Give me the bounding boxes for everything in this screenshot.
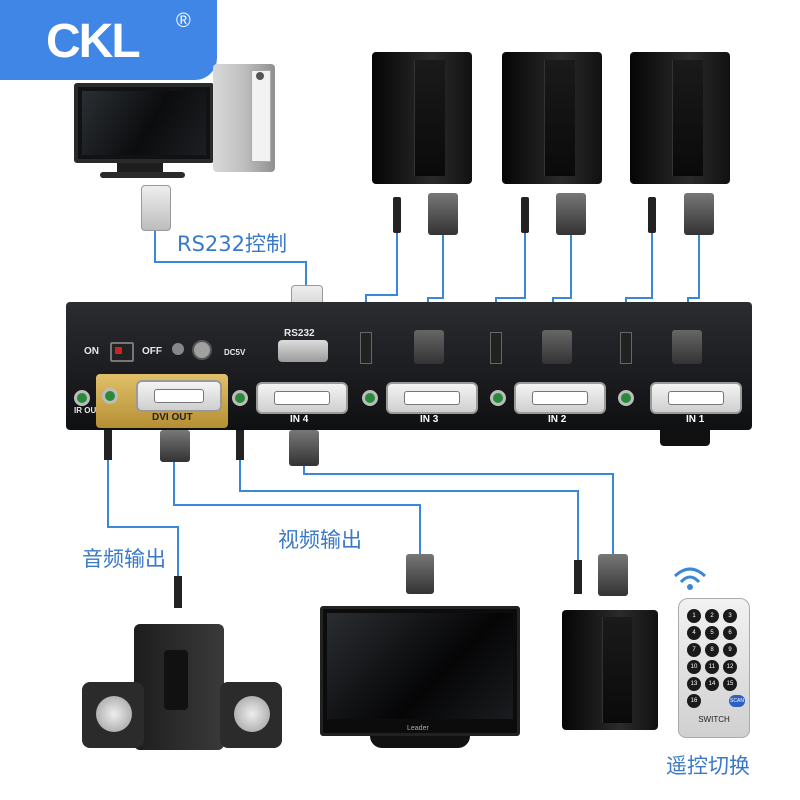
- monitor-base-bottom: [370, 736, 470, 748]
- in2-label: IN 2: [548, 414, 567, 425]
- remote-scan-button[interactable]: SCAN: [729, 695, 745, 707]
- remote-key[interactable]: 7: [687, 643, 701, 657]
- rs232-port-label: RS232: [284, 328, 315, 339]
- in4-label: IN 4: [290, 414, 309, 425]
- remote-key[interactable]: 11: [705, 660, 719, 674]
- speaker-left: [82, 682, 144, 748]
- dvi-out-plug: [160, 430, 190, 462]
- power-off-label: OFF: [142, 346, 162, 357]
- remote-key[interactable]: 9: [723, 643, 737, 657]
- in1-dvi-top[interactable]: [672, 330, 702, 364]
- ground-screw: [172, 343, 184, 355]
- in3-dvi-top[interactable]: [414, 330, 444, 364]
- in4-audio-jack[interactable]: [232, 390, 248, 406]
- source-pc-4: [562, 610, 658, 730]
- power-switch[interactable]: [110, 342, 134, 362]
- rs232-plug-top: [141, 185, 171, 231]
- remote-key[interactable]: 4: [687, 626, 701, 640]
- remote-caption: 遥控切换: [666, 754, 750, 778]
- monitor-brand: Leader: [407, 725, 429, 732]
- source-pc-1: [372, 52, 472, 184]
- in4-audio-plug: [236, 430, 244, 460]
- dc-power-jack[interactable]: [192, 340, 212, 360]
- audio-out-cable: [107, 458, 179, 578]
- in2-dvi-port[interactable]: [514, 382, 606, 414]
- in4-video-cable: [303, 465, 614, 555]
- monitor-dvi-plug: [406, 554, 434, 594]
- rs232-pc-tower: [213, 64, 275, 172]
- remote-key[interactable]: 1: [687, 609, 701, 623]
- remote-key[interactable]: 8: [705, 643, 719, 657]
- power-on-label: ON: [84, 346, 99, 357]
- remote-key[interactable]: 5: [705, 626, 719, 640]
- pc1-audio-plug: [393, 197, 401, 233]
- source-pc-3: [630, 52, 730, 184]
- logo-text: CKL: [46, 15, 141, 68]
- remote-key[interactable]: 16: [687, 694, 701, 708]
- remote-key[interactable]: 15: [723, 677, 737, 691]
- monitor-stand: [117, 163, 163, 173]
- in2-dvi-top[interactable]: [542, 330, 572, 364]
- audio-out-caption: 音频输出: [82, 547, 166, 571]
- remote-key[interactable]: 12: [723, 660, 737, 674]
- remote-key[interactable]: 10: [687, 660, 701, 674]
- remote-key[interactable]: 14: [705, 677, 719, 691]
- rs232-monitor: [74, 83, 214, 163]
- pc4-dvi-plug: [598, 554, 628, 596]
- remote-key[interactable]: 3: [723, 609, 737, 623]
- in1-audio-jack-top[interactable]: [620, 332, 632, 364]
- ir-out-label: IR OUT: [74, 406, 102, 415]
- in3-audio-jack-top[interactable]: [360, 332, 372, 364]
- pc3-audio-plug: [648, 197, 656, 233]
- speaker-right: [220, 682, 282, 748]
- dvi-out-port[interactable]: [136, 380, 222, 412]
- remote-key[interactable]: 2: [705, 609, 719, 623]
- remote-key[interactable]: 6: [723, 626, 737, 640]
- in4-audio-cable: [239, 458, 579, 560]
- pc3-dvi-plug: [684, 193, 714, 235]
- in1-audio-jack[interactable]: [618, 390, 634, 406]
- output-monitor: Leader: [320, 606, 520, 736]
- pc1-dvi-plug: [428, 193, 458, 235]
- pc2-dvi-plug: [556, 193, 586, 235]
- dc-label: DC5V: [224, 348, 246, 357]
- in4-dvi-port[interactable]: [256, 382, 348, 414]
- dvi-out-plate: DVI OUT: [96, 374, 228, 428]
- remote-key[interactable]: 13: [687, 677, 701, 691]
- in2-audio-jack-top[interactable]: [490, 332, 502, 364]
- pc4-audio-plug: [574, 560, 582, 594]
- dvi-out-label: DVI OUT: [152, 412, 193, 423]
- video-out-cable: [173, 460, 421, 555]
- remote-switch-label: SWITCH: [698, 715, 730, 724]
- monitor-base: [100, 172, 185, 178]
- in3-dvi-port[interactable]: [386, 382, 478, 414]
- brand-logo: CKL ®: [0, 0, 217, 80]
- kvm-switch: ON OFF DC5V RS232 IR OUT DVI OUT IN 4 IN…: [66, 302, 752, 430]
- video-out-caption: 视频输出: [278, 528, 362, 552]
- rs232-caption: RS232控制: [177, 232, 288, 256]
- rs232-cable: [154, 228, 307, 292]
- in1-dvi-port[interactable]: [650, 382, 742, 414]
- audio-out-plug: [104, 430, 112, 460]
- rs232-port[interactable]: [278, 340, 328, 362]
- ir-out-jack[interactable]: [74, 390, 90, 406]
- in3-label: IN 3: [420, 414, 439, 425]
- switch-foot: [660, 428, 710, 446]
- subwoofer: [134, 624, 224, 750]
- in3-audio-jack[interactable]: [362, 390, 378, 406]
- in1-label: IN 1: [686, 414, 705, 425]
- in4-dvi-plug: [289, 430, 319, 466]
- source-pc-2: [502, 52, 602, 184]
- dvi-out-audio-jack[interactable]: [102, 388, 118, 404]
- registered-mark: ®: [176, 10, 191, 32]
- wireless-icon: [673, 567, 707, 590]
- in2-audio-jack[interactable]: [490, 390, 506, 406]
- pc2-audio-plug: [521, 197, 529, 233]
- speaker-audio-plug: [174, 576, 182, 608]
